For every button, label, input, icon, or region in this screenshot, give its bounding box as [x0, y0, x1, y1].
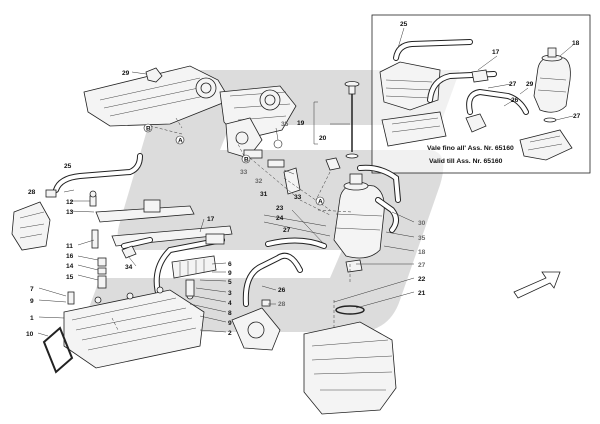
- label-9-coil-bottom: 9: [228, 320, 232, 327]
- hose-26: [242, 237, 327, 307]
- coil-pack: [171, 255, 217, 297]
- leader-lines: [37, 71, 415, 337]
- lower-housing-left: [231, 299, 281, 351]
- label-12: 12: [66, 199, 74, 206]
- label-a-upper: A: [178, 138, 183, 145]
- label-8: 8: [228, 310, 232, 317]
- label-35-lower: 35: [418, 235, 426, 242]
- dipstick: [313, 81, 360, 159]
- label-7: 7: [30, 286, 34, 293]
- label-5: 5: [228, 279, 232, 286]
- inset-label-25: 25: [400, 21, 408, 28]
- label-9-coil-top: 9: [228, 270, 232, 277]
- label-31: 31: [260, 191, 268, 198]
- label-27-right: 27: [418, 262, 426, 269]
- callout-labels: 29 B A 35 B 19 20 33 32 31 33 A 25 28 12…: [26, 21, 581, 338]
- label-19: 19: [297, 120, 305, 127]
- label-a-lower: A: [318, 199, 323, 206]
- label-26: 26: [278, 287, 286, 294]
- label-33-left: 33: [240, 169, 248, 176]
- bracket-left: [11, 189, 57, 251]
- label-23: 23: [276, 205, 284, 212]
- label-9-left: 9: [30, 298, 34, 305]
- label-3: 3: [228, 290, 232, 297]
- small-fittings: [97, 245, 137, 289]
- label-10: 10: [26, 331, 34, 338]
- watermark-logo: [80, 70, 460, 332]
- label-17: 17: [207, 216, 215, 223]
- inset-label-27-lower: 27: [573, 113, 581, 120]
- label-30: 30: [418, 220, 426, 227]
- label-35-upper: 35: [281, 121, 289, 128]
- intake-manifold: [83, 65, 297, 159]
- label-33-right: 33: [294, 194, 302, 201]
- cam-cover: [63, 286, 205, 369]
- inset-label-17: 17: [492, 49, 500, 56]
- inset-note-it: Vale fino all' Ass. Nr. 65160: [427, 145, 514, 152]
- label-27-mid: 27: [283, 227, 291, 234]
- breather-fittings: [243, 149, 341, 216]
- direction-arrow: [513, 271, 561, 299]
- label-1: 1: [30, 315, 34, 322]
- label-6: 6: [228, 261, 232, 268]
- inset-label-27-upper: 27: [509, 81, 517, 88]
- gasket: [42, 326, 74, 374]
- inset-note-en: Valid till Ass. Nr. 65160: [429, 158, 503, 165]
- label-22: 22: [418, 276, 426, 283]
- label-21: 21: [418, 290, 426, 297]
- label-18: 18: [418, 249, 426, 256]
- label-29: 29: [122, 70, 130, 77]
- label-34: 34: [125, 264, 133, 271]
- callout-circles: [143, 123, 325, 206]
- label-28-lower: 28: [278, 301, 286, 308]
- label-24: 24: [276, 215, 284, 222]
- label-15: 15: [66, 274, 74, 281]
- label-20: 20: [319, 135, 327, 142]
- inset-label-18: 18: [572, 40, 580, 47]
- label-4: 4: [228, 300, 232, 307]
- label-b-lower: B: [244, 157, 249, 164]
- label-16: 16: [66, 253, 74, 260]
- oil-reservoir: [333, 164, 401, 259]
- label-13: 13: [66, 209, 74, 216]
- label-2: 2: [228, 330, 232, 337]
- inset-label-26: 26: [511, 97, 519, 104]
- label-28-left: 28: [28, 189, 36, 196]
- connection-lines: [111, 117, 353, 331]
- label-b-upper: B: [146, 126, 151, 133]
- hose-25: [53, 153, 143, 193]
- engine-block-right: [303, 259, 397, 415]
- label-14: 14: [66, 263, 74, 270]
- label-11: 11: [66, 243, 73, 250]
- label-25: 25: [64, 163, 72, 170]
- inset-label-29: 29: [526, 81, 534, 88]
- inset-panel: Vale fino all' Ass. Nr. 65160 Valid till…: [371, 14, 591, 174]
- label-32: 32: [255, 178, 263, 185]
